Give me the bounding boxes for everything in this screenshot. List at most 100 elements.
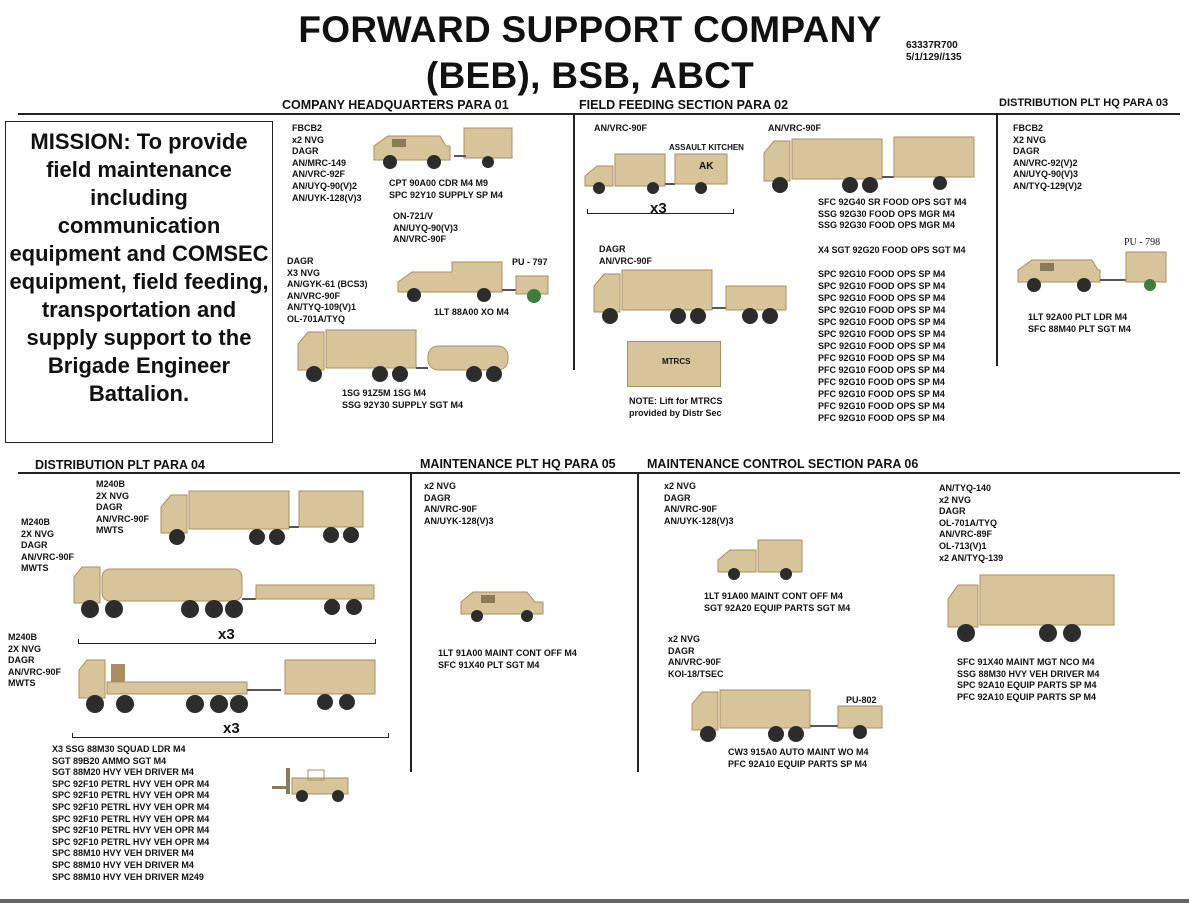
personnel-item: 1LT 91A00 MAINT CONT OFF M4 <box>704 591 843 601</box>
personnel-item: SPC 92F10 PETRL HVY VEH OPR M4 <box>52 778 210 789</box>
equip-item: AN/UYQ-90(V)3 <box>393 222 459 233</box>
equip-item: DAGR <box>8 655 35 666</box>
personnel-item: SGT 92A20 EQUIP PARTS SGT M4 <box>704 602 851 613</box>
equip-item: AN/VRC-92(V)2 <box>1013 157 1078 168</box>
note-line: NOTE: Lift for MTRCS <box>629 396 723 406</box>
personnel-item: 1LT 91A00 MAINT CONT OFF M4 <box>438 648 577 658</box>
personnel-item: SPC 92G10 FOOD OPS SP M4 <box>818 269 946 279</box>
cargo-truck-with-tank-trailer-icon <box>297 329 509 382</box>
equip-item: X2 NVG <box>1013 134 1047 145</box>
equip-item: AN/UYK-128(V)3 <box>292 192 362 203</box>
equip-item: DAGR <box>424 492 451 503</box>
equip-item: AN/VRC-90F <box>599 255 653 266</box>
cargo-truck-generator-icon <box>691 689 883 742</box>
top-divider-line <box>18 113 1180 115</box>
equip-item: DAGR <box>939 506 966 517</box>
x3-bracket-dist-2 <box>72 733 389 738</box>
equip-item: AN/UYK-128(V)3 <box>664 515 734 526</box>
company-hq-personnel-list-2: 1SG 91Z5M 1SG M4 SSG 92Y30 SUPPLY SGT M4 <box>342 388 463 411</box>
personnel-item: SPC 92G10 FOOD OPS SP M4 <box>818 329 946 339</box>
multiplier-label: x3 <box>223 720 240 737</box>
company-hq-equipment-list-3: DAGR X3 NVG AN/GYK-61 (BCS3) AN/VRC-90F … <box>287 256 368 326</box>
personnel-item: 1LT 92A00 PLT LDR M4 <box>1028 312 1128 322</box>
section-header-company-hq: COMPANY HEADQUARTERS PARA 01 <box>282 98 509 112</box>
hmmwv-icon <box>460 591 544 622</box>
mtrcs-note: NOTE: Lift for MTRCS provided by Distr S… <box>629 396 723 419</box>
shelter-truck-icon <box>947 574 1115 642</box>
personnel-item: PFC 92G10 FOOD OPS SP M4 <box>818 365 945 375</box>
equip-item: AN/VRC-90F <box>393 234 447 245</box>
divider-hq-feeding <box>573 113 575 370</box>
equip-item: AN/GYK-61 (BCS3) <box>287 279 368 290</box>
maint-hq-equipment-list: x2 NVG DAGR AN/VRC-90F AN/UYK-128(V)3 <box>424 481 494 527</box>
equip-item: M240B <box>96 479 126 489</box>
personnel-item: SPC 88M10 HVY VEH DRIVER M4 <box>52 859 194 870</box>
equip-item: AN/UYQ-90(V)2 <box>292 180 358 191</box>
cargo-truck-trailer-icon <box>160 490 364 545</box>
equip-item: DAGR <box>668 645 695 656</box>
feeding-radio-label-1: AN/VRC-90F <box>594 123 648 133</box>
multiplier-label: x3 <box>650 200 667 217</box>
note-line: provided by Distr Sec <box>629 407 722 418</box>
section-header-field-feeding: FIELD FEEDING SECTION PARA 02 <box>579 98 789 112</box>
doc-code-line2: 5/1/129//135 <box>906 52 962 63</box>
equip-item: x2 NVG <box>424 481 457 491</box>
xo-label: 1LT 88A00 XO M4 <box>434 307 509 317</box>
personnel-item: SFC 92G40 SR FOOD OPS SGT M4 <box>818 197 967 207</box>
equip-item: x2 NVG <box>664 481 697 491</box>
maint-ctrl-equipment-list-1: x2 NVG DAGR AN/VRC-90F AN/UYK-128(V)3 <box>664 481 734 527</box>
dist-plt-equipment-list-2: M240B 2X NVG DAGR AN/VRC-90F MWTS <box>21 517 74 575</box>
personnel-item: SPC 92F10 PETRL HVY VEH OPR M4 <box>52 836 210 847</box>
x3-bracket-feeding <box>587 209 734 214</box>
equip-item: DAGR <box>1013 146 1040 157</box>
personnel-item: SPC 92A10 EQUIP PARTS SP M4 <box>957 680 1097 691</box>
personnel-item: SFC 88M40 PLT SGT M4 <box>1028 323 1131 334</box>
equip-item: AN/VRC-90F <box>21 551 75 562</box>
generator-label-pu798: PU - 798 <box>1124 237 1161 248</box>
feeding-equipment-list: DAGR AN/VRC-90F <box>599 244 652 267</box>
equip-item: AN/VRC-89F <box>939 529 993 540</box>
feeding-x4-label: X4 SGT 92G20 FOOD OPS SGT M4 <box>818 245 966 255</box>
section-header-maint-control: MAINTENANCE CONTROL SECTION PARA 06 <box>647 457 919 471</box>
personnel-item: SGT 89B20 AMMO SGT M4 <box>52 755 167 766</box>
equip-item: AN/VRC-90F <box>8 666 62 677</box>
personnel-item: SPC 92G10 FOOD OPS SP M4 <box>818 341 946 351</box>
personnel-item: SFC 91X40 PLT SGT M4 <box>438 659 540 670</box>
equip-item: AN/VRC-90F <box>287 290 341 301</box>
equip-item: x2 AN/TYQ-139 <box>939 552 1004 563</box>
maint-ctrl-personnel-list-2: CW3 915A0 AUTO MAINT WO M4 PFC 92A10 EQU… <box>728 747 869 770</box>
divider-feeding-disthq <box>996 113 998 366</box>
section-header-maint-plt-hq: MAINTENANCE PLT HQ PARA 05 <box>420 457 616 471</box>
equip-item: AN/VRC-90F <box>96 513 150 524</box>
multiplier-label: x3 <box>218 626 235 643</box>
maint-ctrl-equipment-list-3: AN/TYQ-140 x2 NVG DAGR OL-701A/TYQ AN/VR… <box>939 483 1003 564</box>
generator-label-pu797: PU - 797 <box>512 257 548 267</box>
page-title-line1: FORWARD SUPPORT COMPANY <box>298 9 882 50</box>
x3-bracket-dist-1 <box>78 639 376 644</box>
personnel-item: X3 SSG 88M30 SQUAD LDR M4 <box>52 744 186 754</box>
equip-item: M240B <box>8 632 38 642</box>
mtrcs-container: MTRCS <box>627 341 721 387</box>
section-header-dist-plt: DISTRIBUTION PLT PARA 04 <box>35 458 205 472</box>
equip-item: AN/VRC-90F <box>668 657 722 668</box>
cargo-truck-kitchen-trailer-icon <box>763 136 975 193</box>
hmmwv-generator-icon <box>397 261 549 303</box>
dist-hq-equipment-list: FBCB2 X2 NVG DAGR AN/VRC-92(V)2 AN/UYQ-9… <box>1013 123 1082 193</box>
equip-item: M240B <box>21 517 51 527</box>
company-hq-equipment-list-2: ON-721/V AN/UYQ-90(V)3 AN/VRC-90F <box>393 211 458 246</box>
personnel-item: SPC 88M10 HVY VEH DRIVER M249 <box>52 871 204 882</box>
equip-item: AN/VRC-92F <box>292 169 346 180</box>
company-hq-equipment-list-1: FBCB2 x2 NVG DAGR AN/MRC-149 AN/VRC-92F … <box>292 123 362 204</box>
personnel-item: PFC 92G10 FOOD OPS SP M4 <box>818 413 945 423</box>
divider-mainthq-maintctrl <box>637 472 639 772</box>
personnel-item: SPC 92F10 PETRL HVY VEH OPR M4 <box>52 825 210 836</box>
equip-item: DAGR <box>292 146 319 157</box>
equip-item: AN/UYQ-90(V)3 <box>1013 169 1079 180</box>
equip-item: 2X NVG <box>8 643 42 654</box>
equip-item: 2X NVG <box>96 490 130 501</box>
ak-label: AK <box>699 161 714 172</box>
personnel-item: SPC 92G10 FOOD OPS SP M4 <box>818 281 946 291</box>
hmmwv-shelter-icon <box>717 539 803 580</box>
assault-kitchen-truck-icon <box>584 153 728 194</box>
personnel-item: SPC 92Y10 SUPPLY SP M4 <box>389 189 503 200</box>
